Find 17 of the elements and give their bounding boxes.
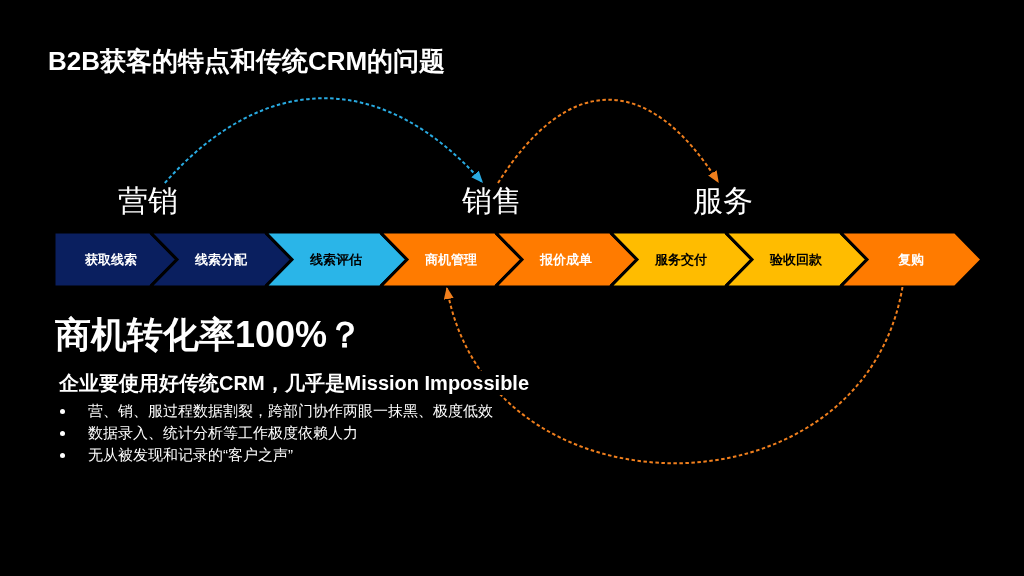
chevron-step: 服务交付: [610, 232, 752, 287]
stage-label: 营销: [118, 183, 178, 219]
chevron-step: 复购: [840, 232, 982, 287]
dashed-arrow: [163, 97, 484, 184]
stage-label: 服务: [693, 183, 753, 219]
dashed-arrow: [497, 98, 720, 184]
chevron-step: 报价成单: [495, 232, 637, 287]
bullet-text: 无从被发现和记录的“客户之声”: [88, 445, 293, 465]
chevron-step: 线索评估: [265, 232, 407, 287]
chevron-step: 线索分配: [150, 232, 292, 287]
slide-title: B2B获客的特点和传统CRM的问题: [48, 46, 446, 76]
chevron-step: 验收回款: [725, 232, 867, 287]
subheading: 企业要使用好传统CRM，几乎是Mission Impossible: [59, 371, 530, 395]
bullet-text: 营、销、服过程数据割裂，跨部门协作两眼一抹黑、极度低效: [88, 401, 493, 421]
bullet-text: 数据录入、统计分析等工作极度依赖人力: [88, 423, 358, 443]
stage-label: 销售: [462, 183, 522, 219]
chevron-step: 商机管理: [380, 232, 522, 287]
